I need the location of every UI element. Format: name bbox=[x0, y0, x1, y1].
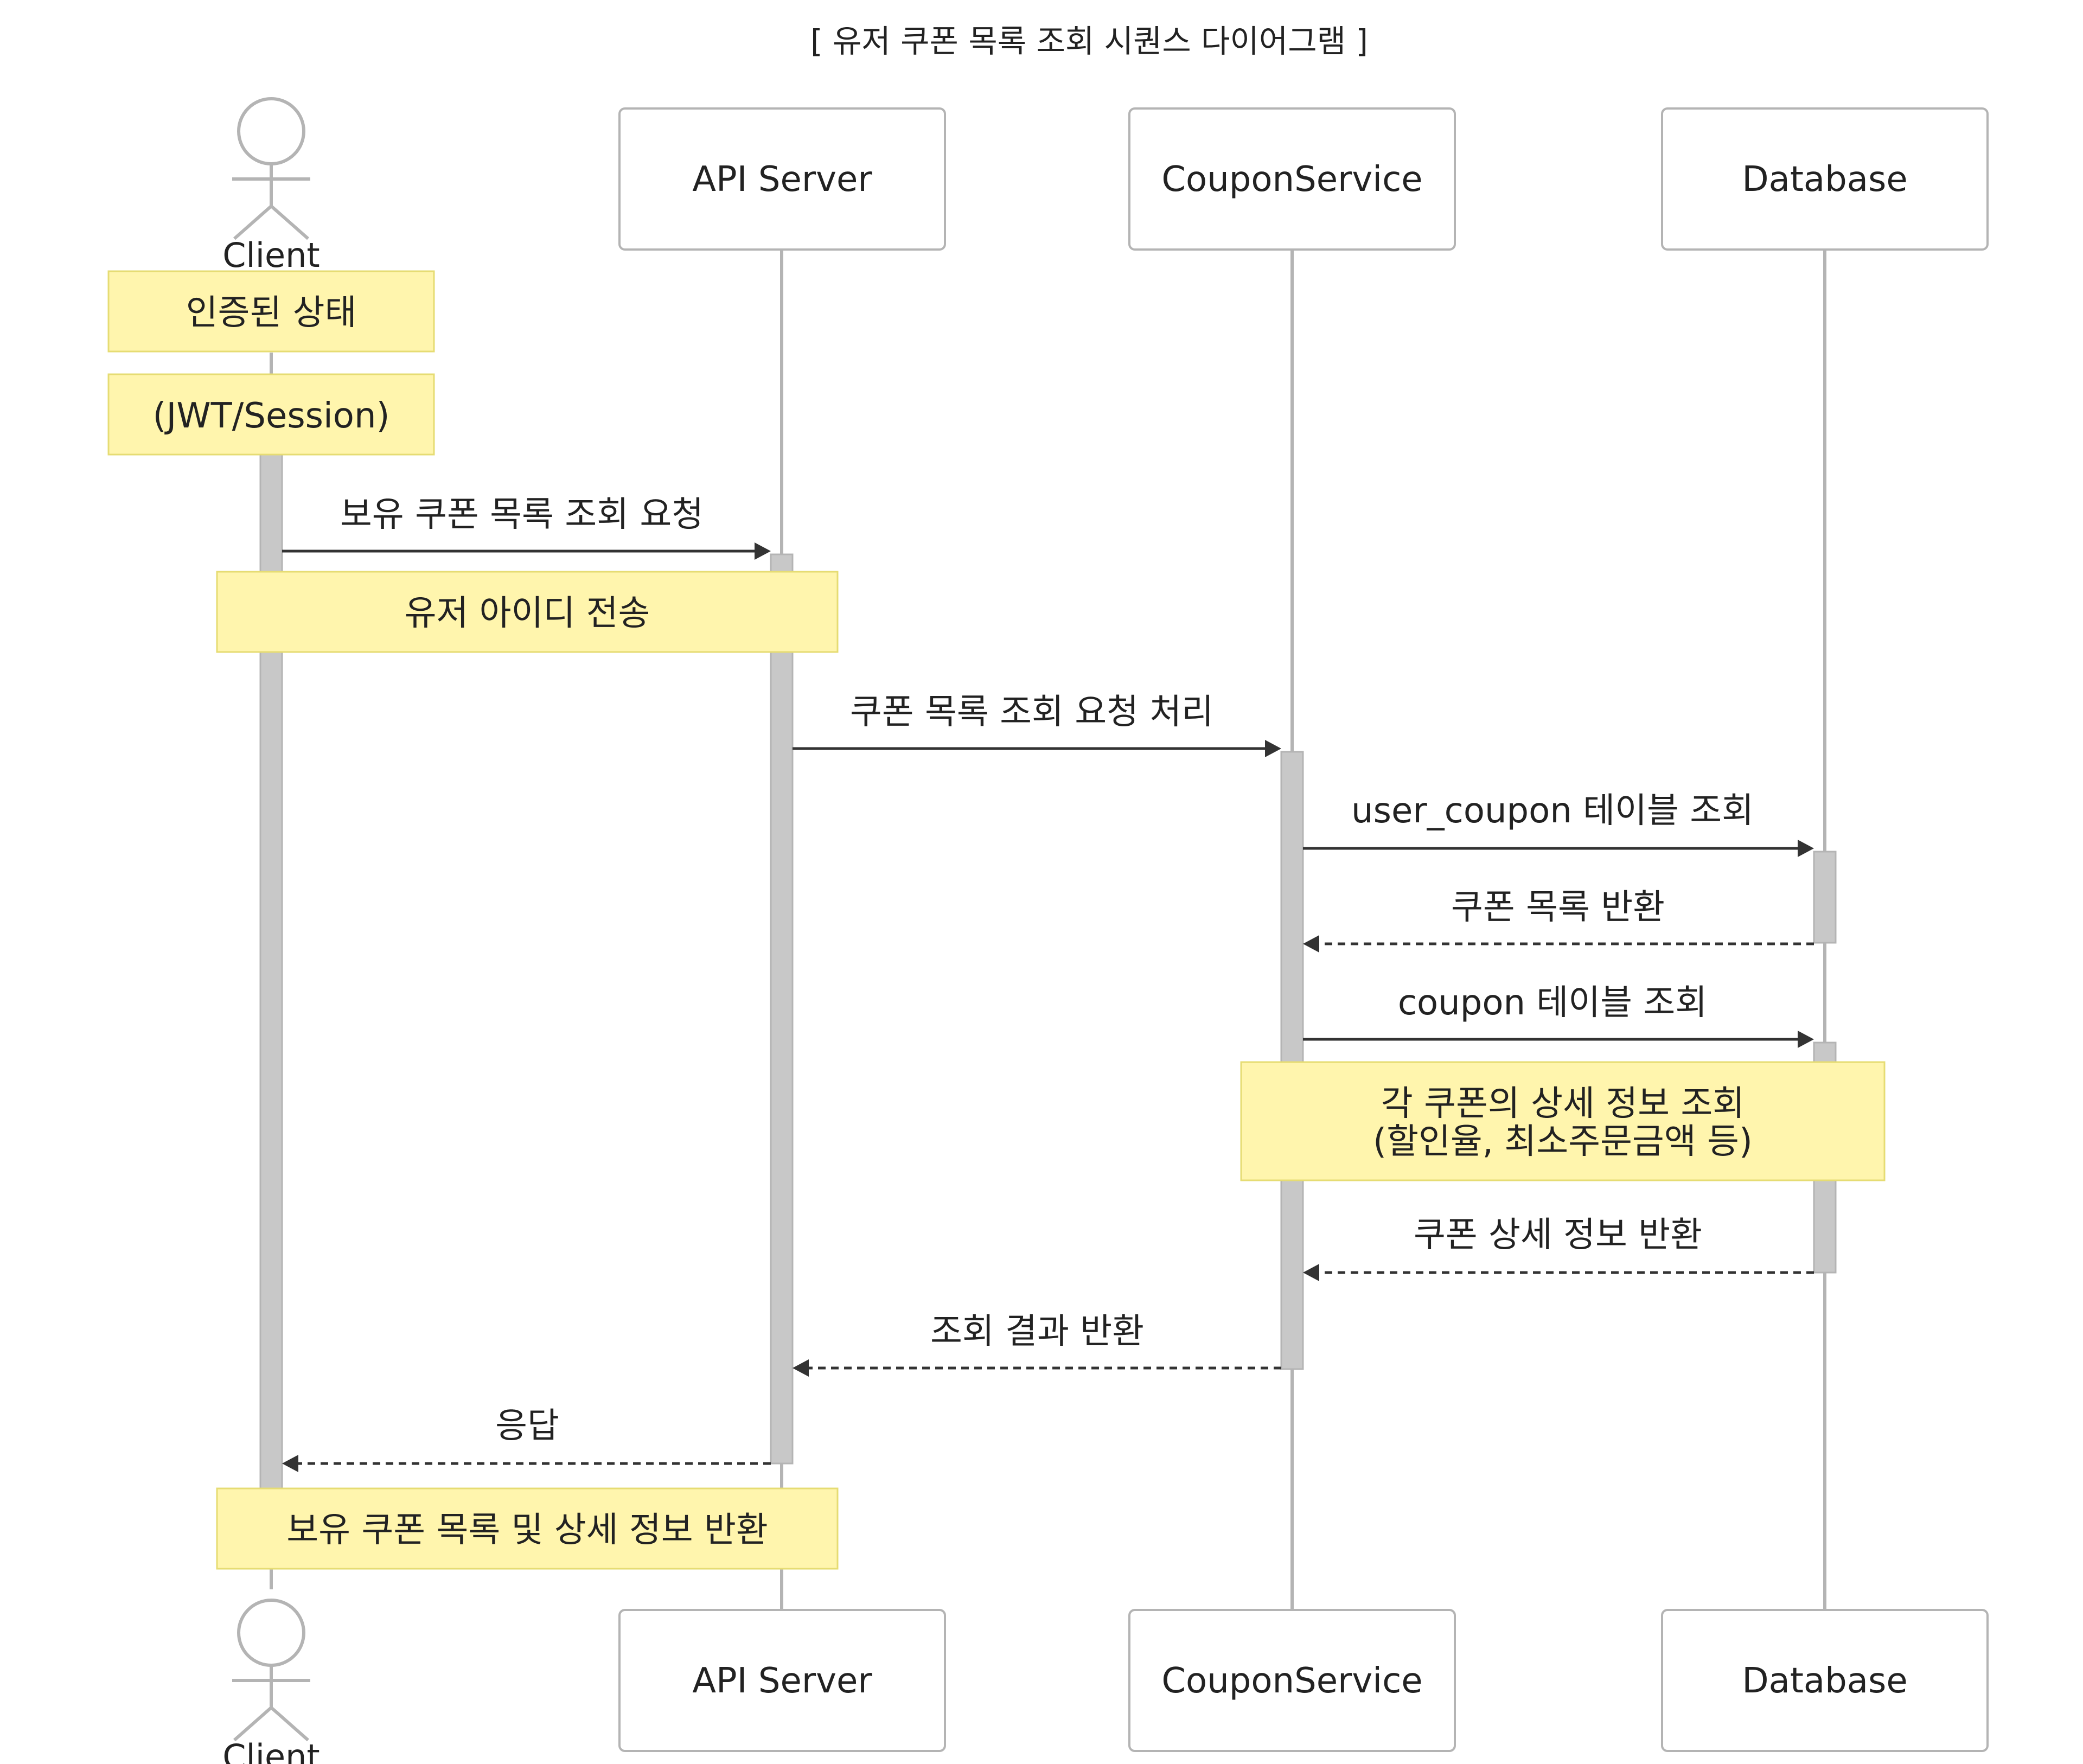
participant-label-api-server: API Server bbox=[692, 159, 872, 200]
message-label-4: 쿠폰 목록 반환 bbox=[1451, 887, 1665, 928]
message-label-3: user_coupon 테이블 조회 bbox=[1351, 791, 1754, 831]
actor-client-bottom bbox=[232, 1599, 310, 1742]
participant-box-coupon-service-bottom bbox=[1128, 1609, 1456, 1752]
participant-label-database: Database bbox=[1742, 159, 1907, 200]
participant-box-coupon-service bbox=[1128, 107, 1456, 251]
note-auth-method-text: (JWT/Session) bbox=[153, 396, 390, 436]
actor-head-icon bbox=[237, 97, 305, 165]
participants-bottom: API Server CouponService Database bbox=[618, 1609, 1989, 1752]
arrowhead-5 bbox=[1798, 1031, 1814, 1048]
actor-label-client-bottom: Client bbox=[222, 1737, 320, 1764]
note-auth-method bbox=[107, 373, 435, 456]
actor-head-icon-bottom bbox=[237, 1599, 305, 1667]
participant-label-database-bottom: Database bbox=[1742, 1661, 1907, 1701]
activation-database-1 bbox=[1813, 851, 1837, 944]
note-final-result-text: 보유 쿠폰 목록 및 상세 정보 반환 bbox=[286, 1510, 768, 1550]
participant-label-coupon-service: CouponService bbox=[1161, 159, 1422, 200]
participant-label-coupon-service-bottom: CouponService bbox=[1161, 1661, 1422, 1701]
activation-coupon-service bbox=[1280, 751, 1304, 1370]
participant-box-api-server-bottom bbox=[618, 1609, 946, 1752]
arrowhead-6 bbox=[1303, 1264, 1319, 1281]
messages bbox=[282, 542, 1814, 1472]
activation-api-server bbox=[770, 553, 794, 1465]
actor-label-client-top: Client bbox=[222, 235, 320, 275]
note-auth-state-text: 인증된 상태 bbox=[186, 293, 357, 333]
note-final-result bbox=[216, 1487, 839, 1570]
note-detail-line2: (할인율, 최소주문금액 등) bbox=[1373, 1122, 1753, 1162]
notes: 인증된 상태 (JWT/Session) 유저 아이디 전송 각 쿠폰의 상세 … bbox=[107, 270, 1886, 1570]
arrowhead-1 bbox=[755, 542, 771, 560]
message-label-7: 조회 결과 반환 bbox=[930, 1312, 1144, 1352]
note-send-user-id-text: 유저 아이디 전송 bbox=[405, 593, 650, 634]
arrowhead-8 bbox=[282, 1455, 298, 1472]
arrowhead-3 bbox=[1798, 840, 1814, 857]
message-label-5: coupon 테이블 조회 bbox=[1398, 983, 1707, 1023]
diagram-title: [ 유저 쿠폰 목록 조회 시퀀스 다이어그램 ] bbox=[810, 23, 1368, 60]
participants-top: API Server CouponService Database bbox=[618, 107, 1989, 251]
note-auth-state bbox=[107, 270, 435, 353]
note-detail-lookup bbox=[1240, 1061, 1886, 1181]
participant-box-database-bottom bbox=[1661, 1609, 1989, 1752]
message-label-8: 응답 bbox=[495, 1406, 559, 1446]
note-detail-line1: 각 쿠폰의 상세 정보 조회 bbox=[1381, 1084, 1745, 1124]
message-label-2: 쿠폰 목록 조회 요청 처리 bbox=[850, 692, 1213, 732]
arrowhead-4 bbox=[1303, 935, 1319, 953]
message-labels: 보유 쿠폰 목록 조회 요청 쿠폰 목록 조회 요청 처리 user_coupo… bbox=[340, 495, 1754, 1446]
message-label-6: 쿠폰 상세 정보 반환 bbox=[1414, 1215, 1702, 1255]
message-label-1: 보유 쿠폰 목록 조회 요청 bbox=[340, 495, 704, 535]
participant-box-database bbox=[1661, 107, 1989, 251]
participant-box-api-server bbox=[618, 107, 946, 251]
participant-label-api-server-bottom: API Server bbox=[692, 1661, 872, 1701]
arrowhead-2 bbox=[1265, 740, 1281, 757]
note-send-user-id bbox=[216, 571, 839, 653]
arrowhead-7 bbox=[793, 1359, 809, 1377]
actor-client-top bbox=[232, 97, 310, 240]
